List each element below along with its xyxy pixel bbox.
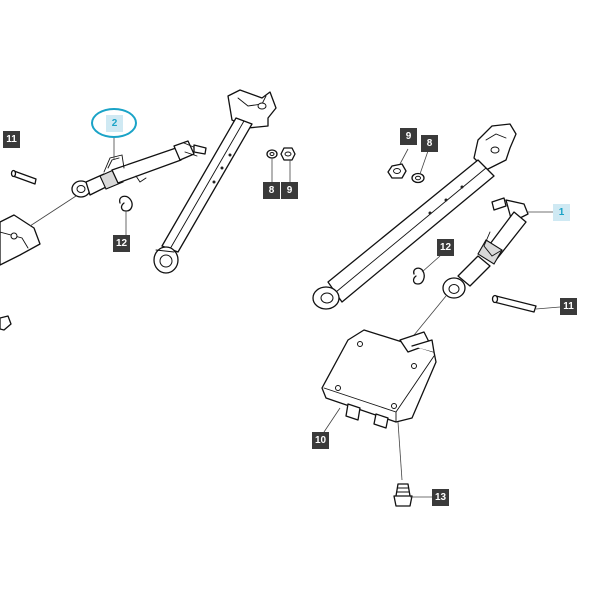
callout-left-washer: 8 xyxy=(263,182,280,199)
left-nut-part xyxy=(280,147,296,161)
callout-left-link-highlighted[interactable]: 2 xyxy=(106,115,123,132)
leader-right-nut xyxy=(399,148,409,165)
callout-left-clip: 12 xyxy=(113,235,130,252)
callout-right-washer: 8 xyxy=(421,135,438,152)
callout-left-pin: 11 xyxy=(3,131,20,148)
callout-right-clip: 12 xyxy=(437,239,454,256)
left-lower-arm-part xyxy=(153,89,277,274)
left-top-link-part xyxy=(71,140,207,198)
leader-right-clip xyxy=(421,255,441,273)
left-bracket-part xyxy=(0,214,41,331)
left-pin-part xyxy=(10,169,37,185)
right-pin-part xyxy=(491,294,537,313)
callout-bracket: 10 xyxy=(312,432,329,449)
callout-right-nut: 9 xyxy=(400,128,417,145)
leader-bracket-10 xyxy=(323,407,341,433)
bolt-part xyxy=(393,483,413,507)
bracket-part xyxy=(321,329,437,429)
left-clip-part xyxy=(119,195,133,212)
highlight-ring xyxy=(91,108,137,138)
callout-left-nut: 9 xyxy=(281,182,298,199)
leader-bracket xyxy=(29,195,77,227)
left-washer-part xyxy=(266,149,278,159)
leader-eye-bracket xyxy=(409,295,447,341)
right-lower-arm-part xyxy=(312,123,517,310)
callout-right-link[interactable]: 1 xyxy=(553,204,570,221)
right-clip-part xyxy=(412,267,425,285)
right-nut-part xyxy=(387,163,407,179)
leader-bolt-to-bracket xyxy=(397,421,403,481)
callout-bolt: 13 xyxy=(432,489,449,506)
leader-right-washer xyxy=(419,150,429,175)
right-top-link-part xyxy=(442,197,529,299)
callout-right-pin: 11 xyxy=(560,298,577,315)
right-washer-part xyxy=(411,172,425,184)
leader-right-pin xyxy=(535,306,561,310)
